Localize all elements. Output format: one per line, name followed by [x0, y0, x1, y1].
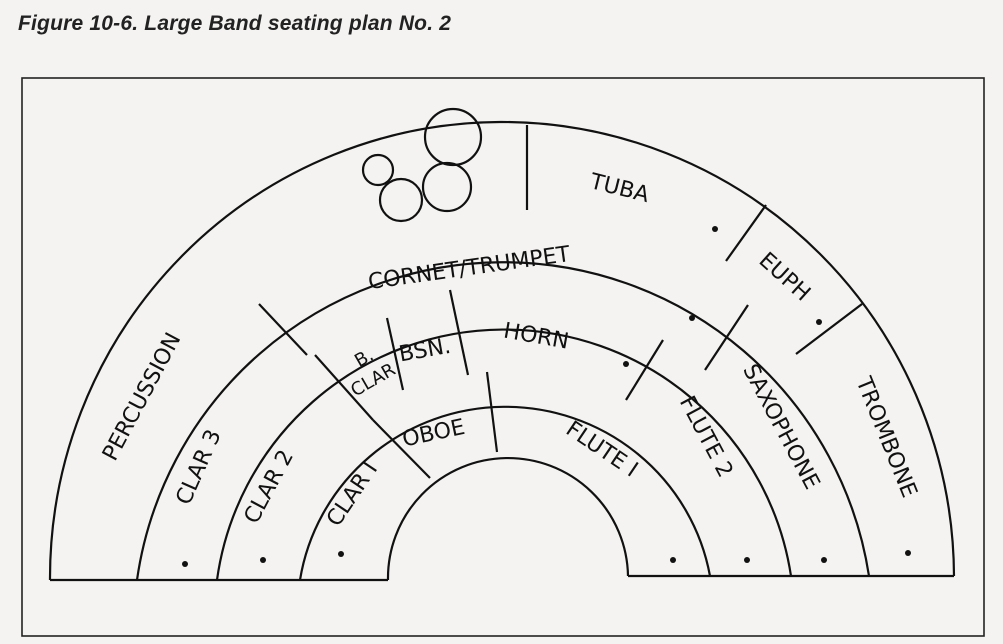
drum-icon — [421, 161, 473, 213]
arc-inner — [386, 456, 630, 581]
seat-dot-icon — [712, 226, 718, 232]
seat-dots — [182, 226, 911, 567]
label-tuba: TUBA — [587, 169, 652, 208]
divider-oboe-flute1 — [485, 371, 499, 453]
label-clar3: CLAR 3 — [171, 426, 226, 509]
arc-ring-3 — [135, 261, 871, 581]
drum-icon — [361, 153, 395, 187]
drum-icon — [423, 107, 483, 167]
label-bsn: BSN. — [397, 334, 453, 368]
seat-dot-icon — [821, 557, 827, 563]
arc-outer — [48, 120, 956, 581]
label-euph: EUPH — [754, 248, 815, 307]
divider-bsn-horn — [448, 289, 470, 376]
arc-ring-1 — [298, 405, 712, 581]
divider-euph-trombone — [795, 303, 863, 355]
label-cornet-trumpet: CORNET/TRUMPET — [367, 242, 573, 295]
label-flute2: FLUTE 2 — [674, 392, 738, 482]
drum-icon — [378, 177, 424, 223]
label-flute1: FLUTE I — [561, 417, 642, 483]
seat-dot-icon — [689, 315, 695, 321]
label-horn: HORN — [502, 319, 571, 355]
label-oboe: OBOE — [400, 415, 467, 453]
diagram-frame — [21, 77, 985, 637]
divider-bclar-clar1 — [314, 354, 374, 421]
seat-dot-icon — [744, 557, 750, 563]
arc-ring-2 — [215, 328, 793, 581]
divider-clar1-oboe — [372, 419, 431, 479]
label-trombone: TROMBONE — [850, 373, 921, 501]
label-bass-clar-line2: CLAR — [347, 359, 399, 401]
divider-horn-flute2 — [625, 339, 664, 401]
seat-dot-icon — [816, 319, 822, 325]
seat-dot-icon — [623, 361, 629, 367]
seat-dot-icon — [905, 550, 911, 556]
label-clar1: CLAR I — [322, 458, 383, 532]
seat-dot-icon — [338, 551, 344, 557]
divider-clar3-cornet — [258, 303, 308, 356]
seat-dot-icon — [182, 561, 188, 567]
divider-bclar-bsn — [385, 317, 405, 391]
seat-dot-icon — [260, 557, 266, 563]
divider-cornet-euph — [725, 204, 767, 262]
seat-dot-icon — [670, 557, 676, 563]
figure-title: Figure 10-6. Large Band seating plan No.… — [18, 12, 452, 35]
label-clar2: CLAR 2 — [240, 446, 299, 528]
divider-flute2-sax — [704, 304, 749, 371]
